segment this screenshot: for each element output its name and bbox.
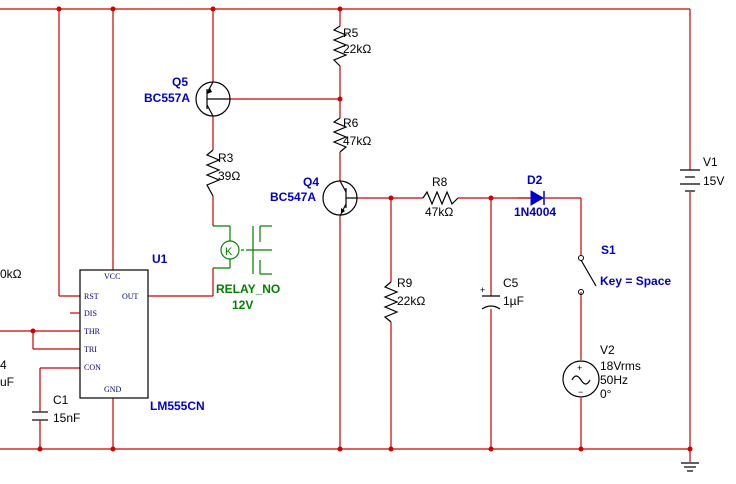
- r3-resistor: R3 39Ω: [205, 149, 240, 197]
- d2-diode: D2 1N4004: [514, 173, 556, 219]
- q4-part-label: BC547A: [270, 190, 316, 204]
- u1-pin-rst: RST: [84, 292, 99, 301]
- r3-value-label: 39Ω: [218, 169, 240, 183]
- q5-ref-label: Q5: [172, 75, 188, 89]
- q4-ref-label: Q4: [303, 175, 319, 189]
- r9-value-label: 22kΩ: [397, 294, 425, 308]
- v1-ref-label: V1: [703, 155, 718, 169]
- q4-npn-transistor: Q4 BC547A: [270, 175, 358, 217]
- u1-pin-thr: THR: [84, 327, 101, 336]
- d2-part-label: 1N4004: [514, 205, 556, 219]
- c1-value-label: 15nF: [53, 411, 80, 425]
- r6-ref-label: R6: [343, 116, 359, 130]
- v2-phase-label: 0°: [600, 387, 612, 401]
- c1-capacitor: C1 15nF: [32, 393, 80, 426]
- v2-minus-sign: −: [578, 387, 583, 397]
- r6-resistor: R6 47kΩ: [332, 116, 371, 153]
- r9-resistor: R9 22kΩ: [383, 276, 425, 323]
- u1-pin-dis: DIS: [84, 309, 97, 318]
- r8-ref-label: R8: [432, 175, 448, 189]
- v1-value-label: 15V: [703, 174, 724, 188]
- q5-pnp-transistor: Q5 BC557A: [144, 75, 231, 117]
- clipped-cap-unit: uF: [0, 375, 14, 389]
- v2-freq-label: 50Hz: [600, 373, 628, 387]
- c5-capacitor: + C5 1µF: [480, 276, 524, 310]
- c5-plus-sign: +: [480, 285, 485, 295]
- v2-value-label: 18Vrms: [600, 359, 641, 373]
- relay-name-label: RELAY_NO: [216, 282, 280, 296]
- r8-value-label: 47kΩ: [425, 205, 453, 219]
- q5-part-label: BC557A: [144, 91, 190, 105]
- u1-ref-label: U1: [152, 252, 168, 266]
- clipped-resistor-value: 0kΩ: [0, 267, 22, 281]
- r5-value-label: 22kΩ: [343, 42, 371, 56]
- c1-ref-label: C1: [53, 393, 69, 407]
- u1-pin-out: OUT: [122, 292, 139, 301]
- c5-value-label: 1µF: [503, 294, 524, 308]
- relay-no: K RELAY_NO 12V: [213, 225, 280, 312]
- u1-pin-con: CON: [84, 363, 101, 372]
- junctions: [30, 6, 693, 452]
- v2-ref-label: V2: [600, 343, 615, 357]
- ground-symbol: [681, 462, 699, 472]
- r5-resistor: R5 22kΩ: [332, 25, 371, 67]
- d2-ref-label: D2: [527, 173, 543, 187]
- u1-lm555-timer: VCC RST OUT DIS THR TRI CON GND U1 LM555…: [79, 252, 205, 413]
- wires: [0, 8, 691, 462]
- r5-ref-label: R5: [343, 26, 359, 40]
- s1-ref-label: S1: [601, 243, 616, 257]
- r3-ref-label: R3: [218, 151, 234, 165]
- relay-coil-k: K: [225, 246, 233, 258]
- r9-ref-label: R9: [397, 276, 413, 290]
- u1-pin-gnd: GND: [104, 385, 122, 394]
- r6-value-label: 47kΩ: [343, 134, 371, 148]
- u1-pin-vcc: VCC: [104, 272, 120, 281]
- u1-pin-tri: TRI: [84, 345, 97, 354]
- v2-plus-sign: +: [577, 363, 582, 373]
- v2-ac-source: + − V2 18Vrms 50Hz 0°: [562, 343, 641, 401]
- relay-rating-label: 12V: [232, 298, 253, 312]
- s1-switch: S1 Key = Space: [578, 243, 671, 295]
- clipped-ref-digit: 4: [0, 358, 7, 372]
- u1-part-label: LM555CN: [150, 399, 205, 413]
- v1-battery: V1 15V: [680, 155, 724, 192]
- s1-key-label: Key = Space: [600, 274, 671, 288]
- c5-ref-label: C5: [503, 276, 519, 290]
- r8-resistor: R8 47kΩ: [422, 175, 459, 219]
